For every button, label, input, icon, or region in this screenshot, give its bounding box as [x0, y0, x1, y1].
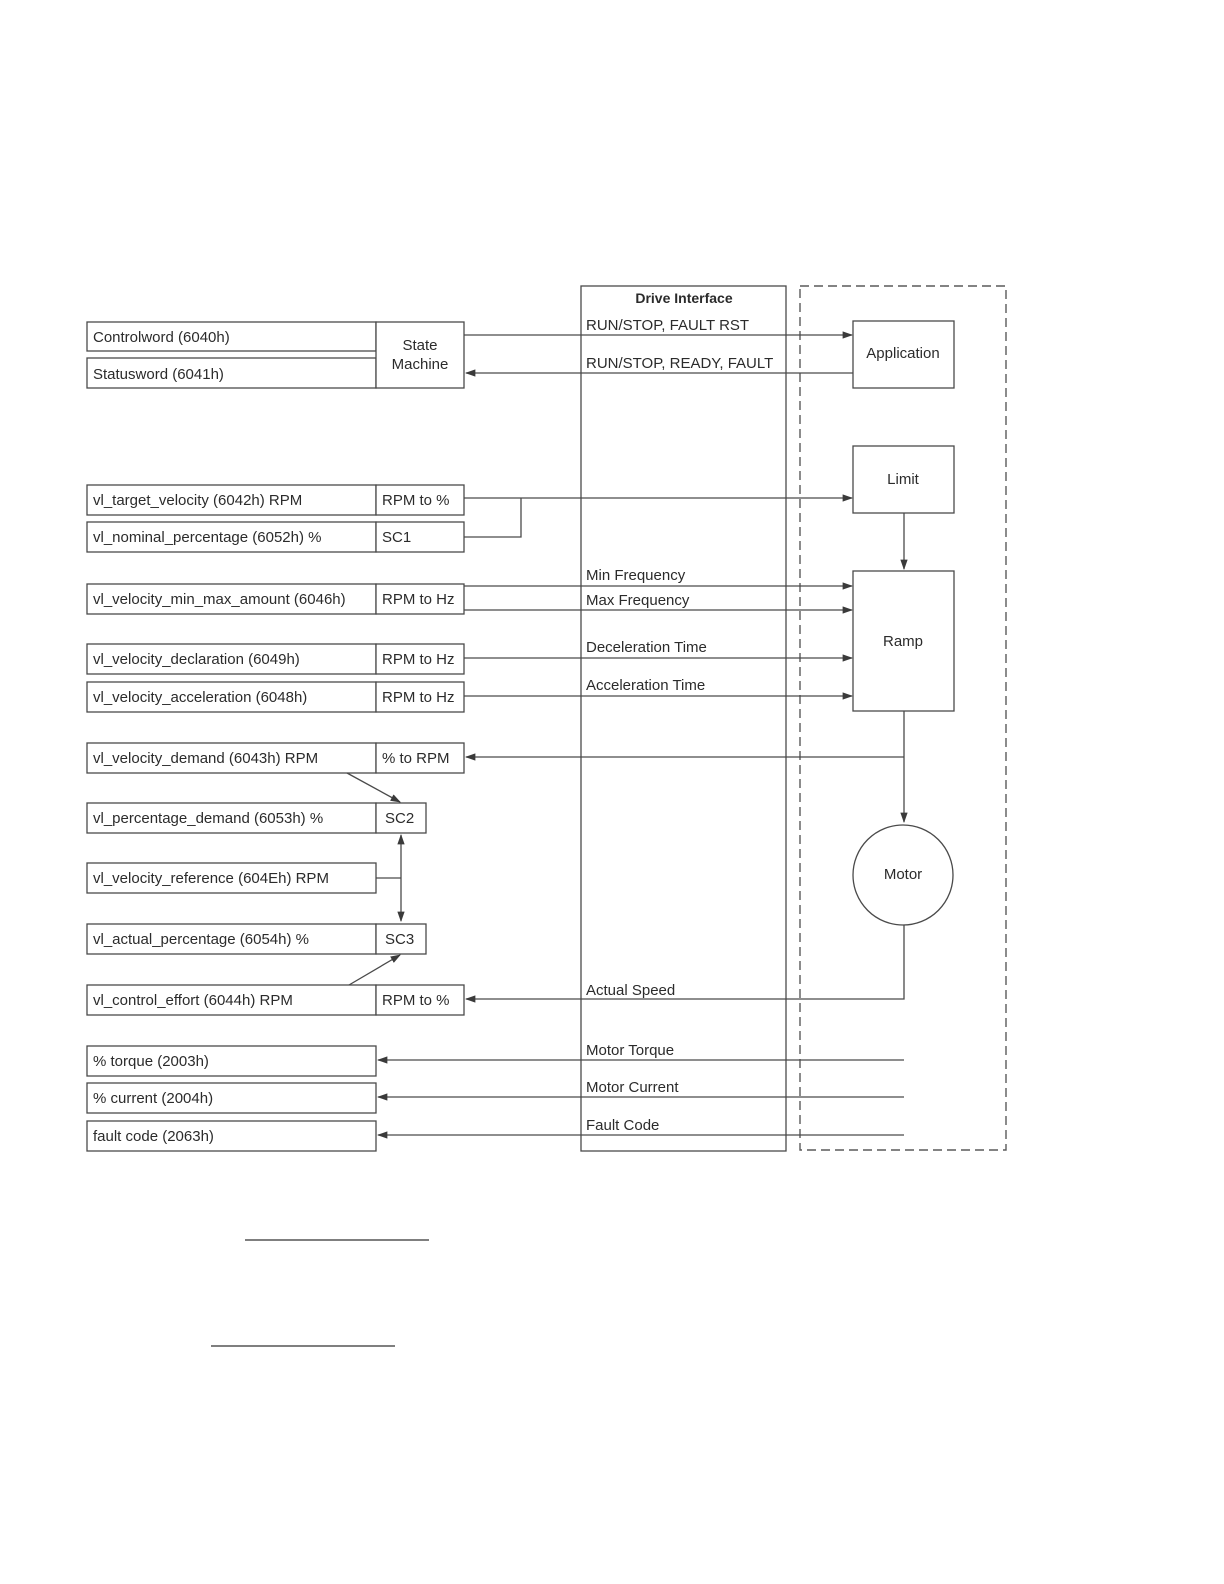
acceleration-label: vl_velocity_acceleration (6048h): [93, 689, 307, 706]
nominal-percentage-label: vl_nominal_percentage (6052h) %: [93, 529, 321, 546]
min-max-amount-box: [86, 583, 377, 615]
target-velocity-label: vl_target_velocity (6042h) RPM: [93, 492, 302, 509]
state-machine-label-1: State: [402, 337, 437, 354]
control-effort-label: vl_control_effort (6044h) RPM: [93, 992, 293, 1009]
drive-interface-title: Drive Interface: [635, 290, 732, 306]
velocity-demand-box: [86, 742, 377, 774]
acceleration-time-label: Acceleration Time: [586, 677, 705, 694]
torque-label: % torque (2003h): [93, 1053, 209, 1070]
current-box: [86, 1082, 377, 1114]
rpm-to-pct-box-1: [375, 484, 465, 516]
rpm-to-hz-box-3: [375, 681, 465, 713]
velocity-reference-label: vl_velocity_reference (604Eh) RPM: [93, 870, 329, 887]
target-velocity-box: [86, 484, 377, 516]
deceleration-time-label: Deceleration Time: [586, 639, 707, 656]
ramp-block: [852, 570, 955, 712]
rpm-to-hz-box-2: [375, 643, 465, 675]
motor-block: [852, 824, 954, 926]
statusword-label: Statusword (6041h): [93, 366, 224, 383]
pct-to-rpm-label: % to RPM: [382, 750, 450, 767]
limit-label: Limit: [887, 471, 920, 488]
rpm-to-hz-box-1: [375, 583, 465, 615]
motor-torque-label: Motor Torque: [586, 1042, 674, 1059]
fault-code-label: fault code (2063h): [93, 1128, 214, 1145]
max-frequency-label: Max Frequency: [586, 592, 690, 609]
deceleration-label: vl_velocity_declaration (6049h): [93, 651, 300, 668]
application-block: [852, 320, 955, 389]
sc2-label: SC2: [385, 810, 414, 827]
deceleration-box: [86, 643, 377, 675]
rpm-to-hz-label-3: RPM to Hz: [382, 689, 455, 706]
drive-interface-panel: [580, 285, 787, 1152]
acceleration-box: [86, 681, 377, 713]
motor-label: Motor: [884, 866, 922, 883]
nominal-percentage-connector: [464, 498, 522, 538]
fault-code-signal-label: Fault Code: [586, 1117, 659, 1134]
sc2-box: [375, 802, 427, 834]
min-max-amount-label: vl_velocity_min_max_amount (6046h): [93, 591, 346, 608]
state-machine-label-2: Machine: [392, 356, 449, 373]
min-frequency-label: Min Frequency: [586, 567, 686, 584]
torque-box: [86, 1045, 377, 1077]
rpm-to-pct-box-2: [375, 984, 465, 1016]
rpm-to-hz-label-2: RPM to Hz: [382, 651, 455, 668]
velocity-demand-label: vl_velocity_demand (6043h) RPM: [93, 750, 318, 767]
rpm-to-hz-label-1: RPM to Hz: [382, 591, 455, 608]
run-stop-fault-rst-label: RUN/STOP, FAULT RST: [586, 317, 749, 334]
control-effort-box: [86, 984, 377, 1016]
sc3-label: SC3: [385, 931, 414, 948]
ramp-label: Ramp: [883, 633, 923, 650]
limit-block: [852, 445, 955, 514]
state-machine-box: [375, 321, 465, 389]
actual-percentage-box: [86, 923, 377, 955]
controlword-box: [86, 321, 377, 352]
rpm-to-pct-label-2: RPM to %: [382, 992, 450, 1009]
statusword-box: [86, 357, 377, 389]
fault-code-box: [86, 1120, 377, 1152]
sc1-box: [375, 521, 465, 553]
drive-boundary: [799, 285, 1007, 1151]
sc1-label: SC1: [382, 529, 411, 546]
percentage-demand-box: [86, 802, 377, 834]
actual-speed-arrow: [464, 925, 905, 1003]
actual-percentage-label: vl_actual_percentage (6054h) %: [93, 931, 309, 948]
nominal-percentage-box: [86, 521, 377, 553]
percentage-demand-label: vl_percentage_demand (6053h) %: [93, 810, 323, 827]
velocity-demand-to-sc2-arrow: [346, 772, 401, 803]
rpm-to-pct-label-1: RPM to %: [382, 492, 450, 509]
pct-to-rpm-box: [375, 742, 465, 774]
actual-speed-label: Actual Speed: [586, 982, 675, 999]
application-label: Application: [866, 345, 939, 362]
current-label: % current (2004h): [93, 1090, 213, 1107]
control-effort-to-sc3-arrow: [348, 954, 401, 986]
run-stop-ready-fault-label: RUN/STOP, READY, FAULT: [586, 355, 773, 372]
sc3-box: [375, 923, 427, 955]
controlword-label: Controlword (6040h): [93, 329, 230, 346]
motor-current-label: Motor Current: [586, 1079, 679, 1096]
